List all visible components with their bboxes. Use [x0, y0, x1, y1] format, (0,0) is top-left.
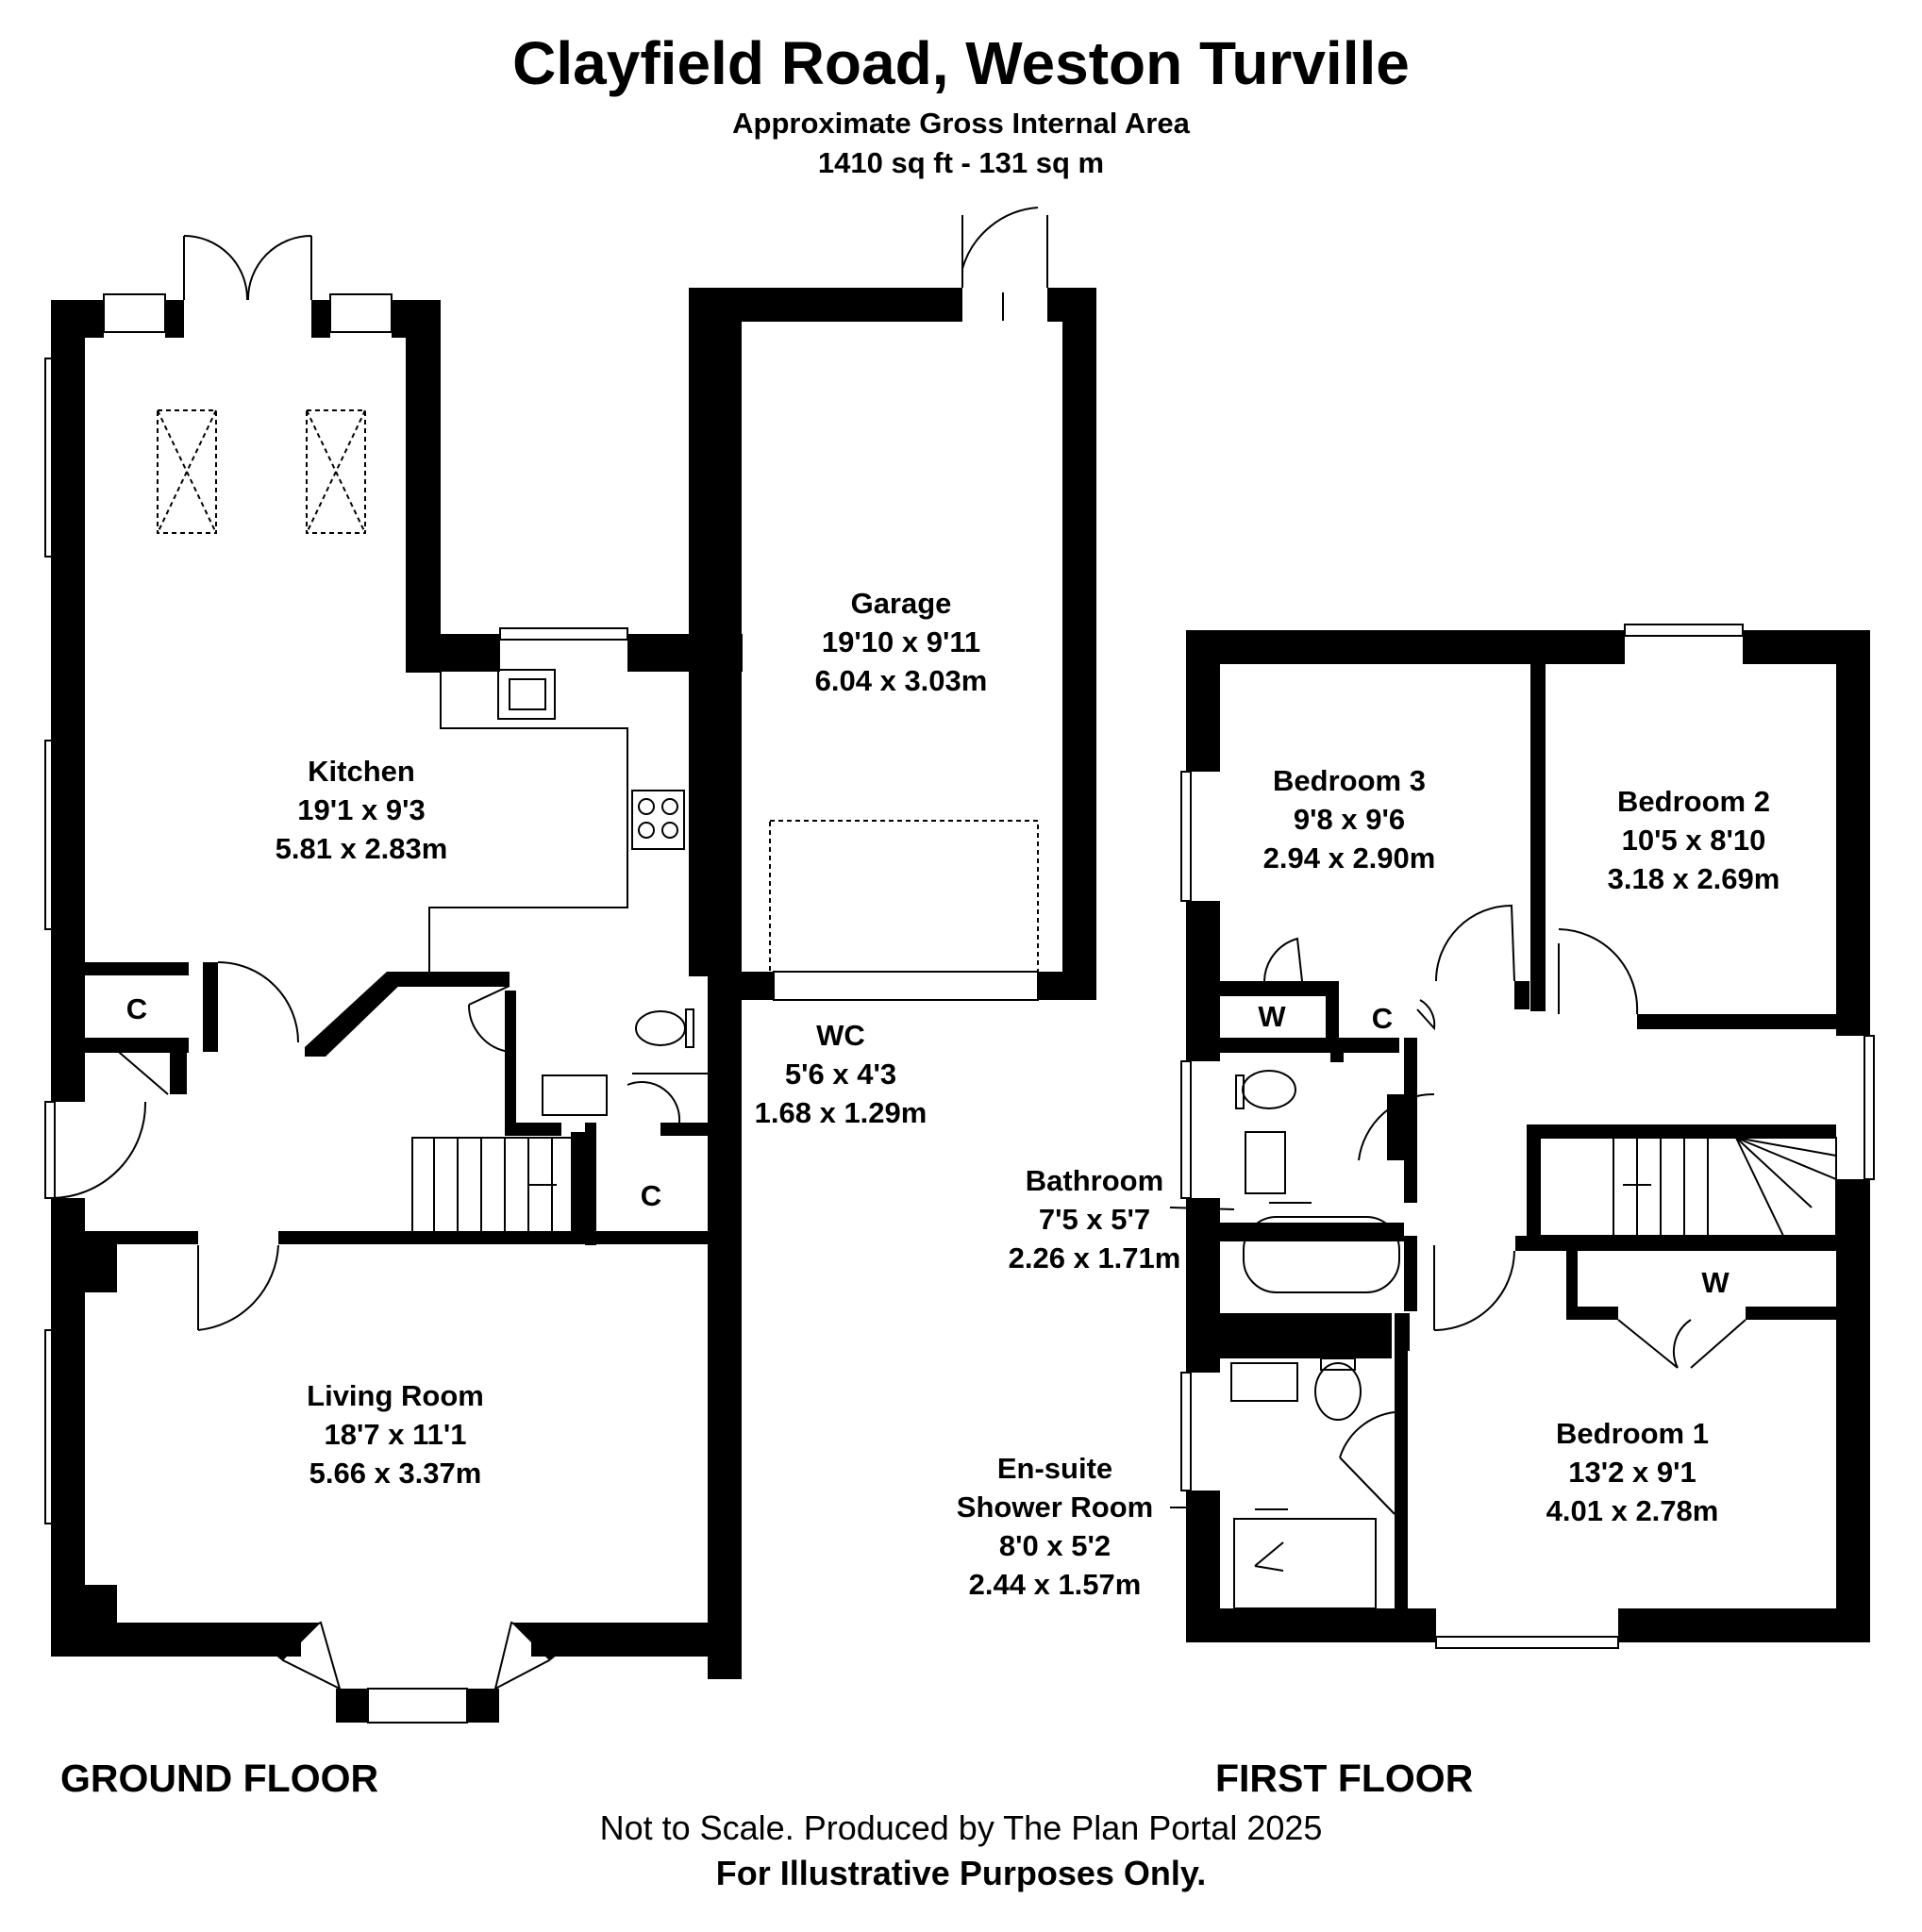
ensuite-metric: 2.44 x 1.57m	[969, 1568, 1142, 1601]
first-floor-walls	[1186, 630, 1870, 1642]
bedroom3-name: Bedroom 3	[1273, 764, 1426, 797]
living-room-metric: 5.66 x 3.37m	[309, 1457, 482, 1490]
first-floor-label: FIRST FLOOR	[1215, 1757, 1474, 1800]
footer-illustrative: For Illustrative Purposes Only.	[715, 1854, 1207, 1892]
bedroom1-imperial: 13'2 x 9'1	[1568, 1456, 1696, 1489]
kitchen-imperial: 19'1 x 9'3	[297, 793, 425, 826]
ensuite-name2: Shower Room	[957, 1491, 1153, 1524]
plan-title: Clayfield Road, Weston Turville	[512, 29, 1410, 97]
wardrobe-label: W	[1258, 1000, 1286, 1033]
ground-floor-walls	[51, 288, 1096, 1723]
kitchen-metric: 5.81 x 2.83m	[276, 832, 448, 865]
wc-name: WC	[816, 1019, 865, 1052]
cupboard-label: C	[126, 992, 147, 1025]
bedroom2-imperial: 10'5 x 8'10	[1622, 824, 1766, 857]
cupboard-label: C	[641, 1179, 661, 1212]
bedroom3-imperial: 9'8 x 9'6	[1294, 803, 1405, 836]
first-floor-fixtures	[1169, 624, 1875, 1649]
bedroom2-name: Bedroom 2	[1617, 785, 1770, 818]
bathroom-name: Bathroom	[1026, 1164, 1163, 1197]
wc-imperial: 5'6 x 4'3	[785, 1058, 896, 1091]
ensuite-name: En-suite	[997, 1452, 1112, 1485]
ground-floor-fixtures	[44, 207, 1048, 1724]
bedroom1-name: Bedroom 1	[1556, 1417, 1709, 1450]
cupboard-label: C	[1372, 1002, 1393, 1035]
living-room-imperial: 18'7 x 11'1	[325, 1418, 467, 1451]
kitchen-name: Kitchen	[308, 755, 415, 788]
first-floor-labels: Bedroom 3 9'8 x 9'6 2.94 x 2.90m Bedroom…	[957, 764, 1780, 1601]
area-label: Approximate Gross Internal Area	[732, 107, 1190, 140]
living-room-name: Living Room	[307, 1379, 484, 1412]
footer-disclaimer: Not to Scale. Produced by The Plan Porta…	[599, 1808, 1323, 1847]
ensuite-imperial: 8'0 x 5'2	[999, 1529, 1111, 1562]
bathroom-imperial: 7'5 x 5'7	[1039, 1203, 1150, 1236]
bedroom2-metric: 3.18 x 2.69m	[1608, 862, 1780, 895]
wardrobe-label: W	[1701, 1266, 1730, 1299]
ground-floor-label: GROUND FLOOR	[60, 1757, 379, 1800]
garage-metric: 6.04 x 3.03m	[815, 664, 988, 697]
garage-imperial: 19'10 x 9'11	[822, 625, 980, 658]
area-value: 1410 sq ft - 131 sq m	[817, 146, 1105, 179]
garage-name: Garage	[851, 587, 952, 620]
ground-floor-labels: Kitchen 19'1 x 9'3 5.81 x 2.83m Garage 1…	[126, 587, 988, 1490]
bedroom3-metric: 2.94 x 2.90m	[1263, 841, 1436, 874]
wc-metric: 1.68 x 1.29m	[755, 1096, 928, 1129]
bedroom1-metric: 4.01 x 2.78m	[1546, 1494, 1719, 1527]
bathroom-metric: 2.26 x 1.71m	[1009, 1241, 1181, 1274]
